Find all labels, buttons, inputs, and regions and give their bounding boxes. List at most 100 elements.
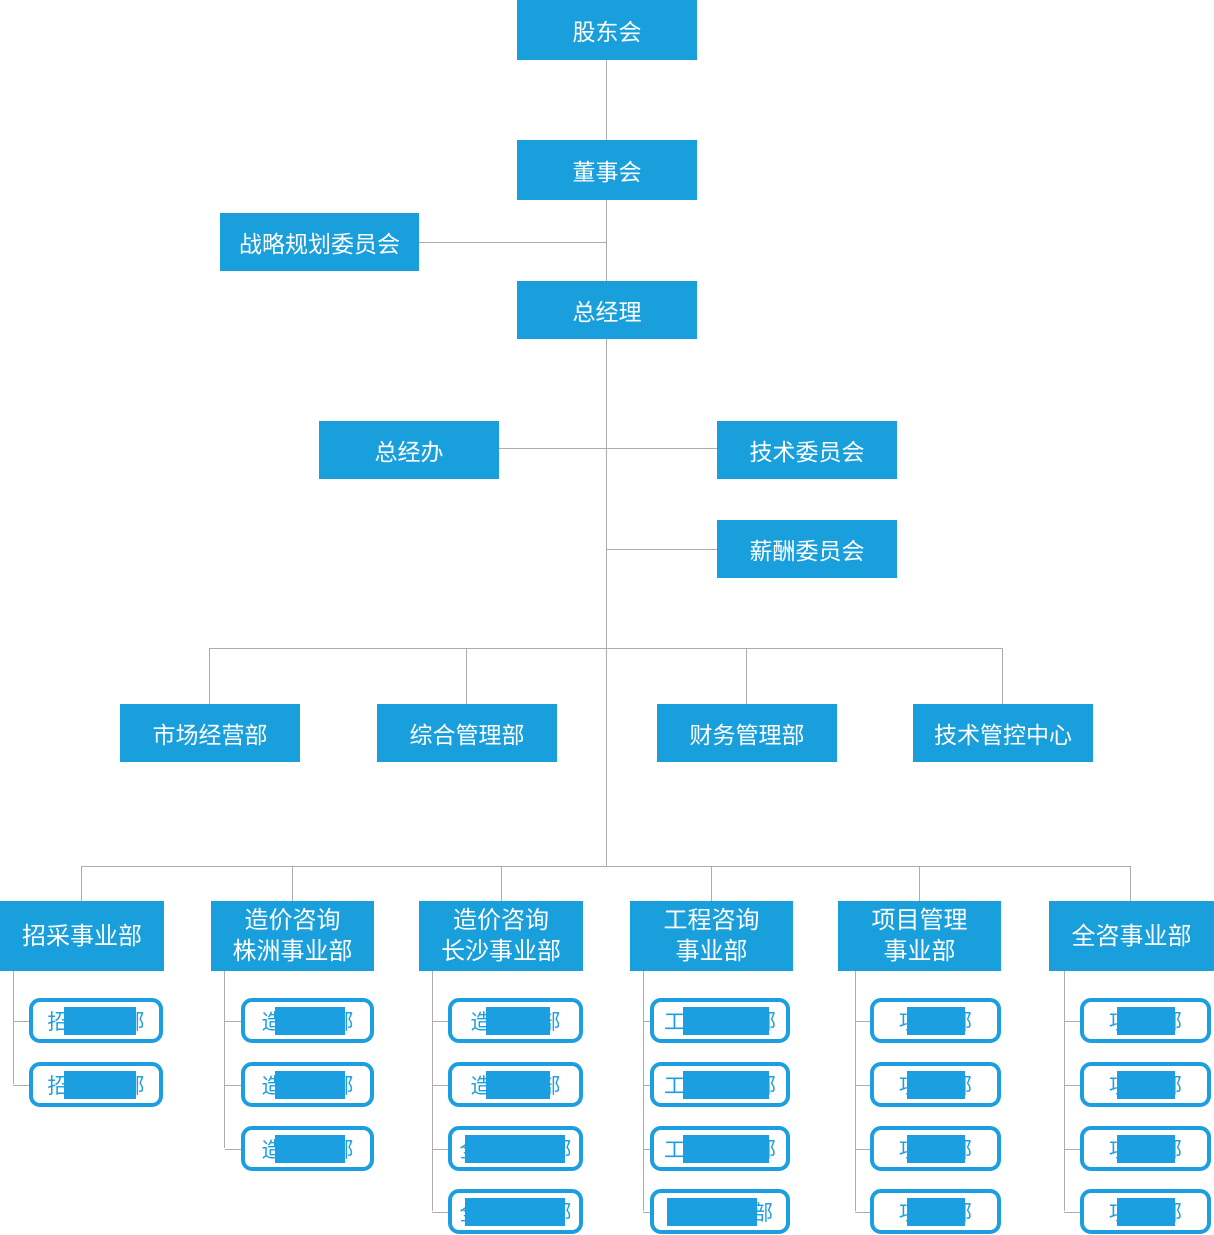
connector-line [1130, 866, 1131, 901]
node-dept-admin: 综合管理部 [377, 704, 557, 762]
connector-line [209, 648, 210, 704]
redaction-block [274, 1134, 345, 1163]
redaction-block [1117, 1134, 1175, 1163]
node-label: 战略规划委员会 [239, 231, 400, 257]
redaction-block [274, 1070, 345, 1099]
node-general-manager: 总经理 [517, 281, 697, 339]
connector-line [746, 648, 747, 704]
redaction-block [667, 1197, 757, 1226]
sub-department-box: 造部 [432, 998, 583, 1043]
connector-line [1064, 971, 1065, 1211]
redaction-block [683, 1134, 769, 1163]
node-division-zaojia-changsha: 造价咨询 长沙事业部 [419, 901, 583, 971]
node-division-zhaocai: 招采事业部 [0, 901, 164, 971]
connector-line [81, 866, 1131, 867]
connector-line [432, 971, 433, 1211]
node-label: 综合管理部 [409, 722, 525, 748]
node-label: 招采事业部 [22, 922, 142, 950]
redaction-block [1117, 1006, 1175, 1035]
connector-line [855, 971, 856, 1211]
sub-department-box: 项部 [855, 998, 1001, 1043]
redaction-block [464, 1134, 565, 1163]
sub-department-box: 招部 [13, 998, 163, 1043]
connector-line [1002, 648, 1003, 704]
redaction-block [1117, 1197, 1175, 1226]
sub-label-prefix: 招 [47, 1010, 69, 1034]
sub-department-box: 造部 [225, 998, 374, 1043]
connector-line [419, 242, 607, 243]
node-label: 工程咨询 事业部 [663, 907, 760, 965]
sub-department-box: 造部 [432, 1062, 583, 1107]
node-label: 技术管控中心 [934, 722, 1072, 748]
connector-line [81, 866, 82, 901]
connector-line [606, 339, 607, 866]
sub-department-box: 项部 [1064, 998, 1211, 1043]
connector-line [501, 866, 502, 901]
redaction-block [683, 1006, 769, 1035]
node-label: 技术委员会 [749, 439, 865, 465]
sub-department-box: 项部 [855, 1062, 1001, 1107]
connector-line [919, 866, 920, 901]
redaction-block [63, 1006, 136, 1035]
node-division-gongcheng-zixun: 工程咨询 事业部 [630, 901, 793, 971]
connector-line [209, 648, 1003, 649]
connector-line [13, 971, 14, 1084]
sub-department-box: 项部 [855, 1126, 1001, 1171]
sub-department-box: 项部 [855, 1189, 1001, 1234]
node-label: 股东会 [572, 19, 642, 45]
redaction-block [485, 1070, 550, 1099]
redaction-block [907, 1197, 965, 1226]
redaction-block [1117, 1070, 1175, 1099]
redaction-block [907, 1006, 965, 1035]
sub-label-prefix: 工 [664, 1138, 685, 1162]
sub-department-box: 工部 [643, 998, 790, 1043]
node-tech-committee: 技术委员会 [717, 421, 897, 479]
connector-line [499, 448, 717, 449]
redaction-block [907, 1134, 965, 1163]
connector-line [224, 971, 225, 1148]
node-label: 财务管理部 [689, 722, 805, 748]
node-compensation-committee: 薪酬委员会 [717, 520, 897, 578]
node-label: 董事会 [572, 159, 642, 185]
node-division-zaojia-zhuzhou: 造价咨询 株洲事业部 [211, 901, 374, 971]
node-dept-tech-control: 技术管控中心 [913, 704, 1093, 762]
sub-department-box: 项部 [1064, 1062, 1211, 1107]
node-label: 总经办 [374, 439, 444, 465]
sub-department-box: 造部 [225, 1062, 374, 1107]
node-label: 全咨事业部 [1071, 922, 1192, 950]
node-strategy-committee: 战略规划委员会 [220, 213, 419, 271]
node-dept-finance: 财务管理部 [657, 704, 837, 762]
sub-department-box: 全部 [432, 1126, 583, 1171]
sub-label-prefix: 招 [47, 1074, 69, 1098]
node-shareholders: 股东会 [517, 0, 697, 60]
node-label: 项目管理 事业部 [871, 907, 968, 965]
connector-line [643, 971, 644, 1211]
redaction-block [907, 1070, 965, 1099]
sub-department-box: 项部 [1064, 1189, 1211, 1234]
node-board: 董事会 [517, 140, 697, 200]
sub-department-box: 招部 [13, 1062, 163, 1107]
sub-label-suffix: 部 [752, 1201, 773, 1225]
connector-line [292, 866, 293, 901]
sub-department-box: 部 [643, 1189, 790, 1234]
sub-label-prefix: 工 [664, 1074, 685, 1098]
sub-department-box: 工部 [643, 1062, 790, 1107]
sub-department-box: 工部 [643, 1126, 790, 1171]
node-division-quanzi: 全咨事业部 [1049, 901, 1214, 971]
sub-label-prefix: 工 [664, 1010, 685, 1034]
connector-line [466, 648, 467, 704]
node-label: 造价咨询 株洲事业部 [232, 907, 353, 965]
node-label: 薪酬委员会 [749, 538, 865, 564]
node-label: 总经理 [572, 299, 642, 325]
redaction-block [274, 1006, 345, 1035]
sub-department-box: 项部 [1064, 1126, 1211, 1171]
connector-line [606, 200, 607, 281]
redaction-block [683, 1070, 769, 1099]
node-division-xiangmu-guanli: 项目管理 事业部 [838, 901, 1001, 971]
node-gm-office: 总经办 [319, 421, 499, 479]
sub-department-box: 全部 [432, 1189, 583, 1234]
node-label: 造价咨询 长沙事业部 [441, 907, 561, 965]
redaction-block [464, 1197, 565, 1226]
connector-line [711, 866, 712, 901]
